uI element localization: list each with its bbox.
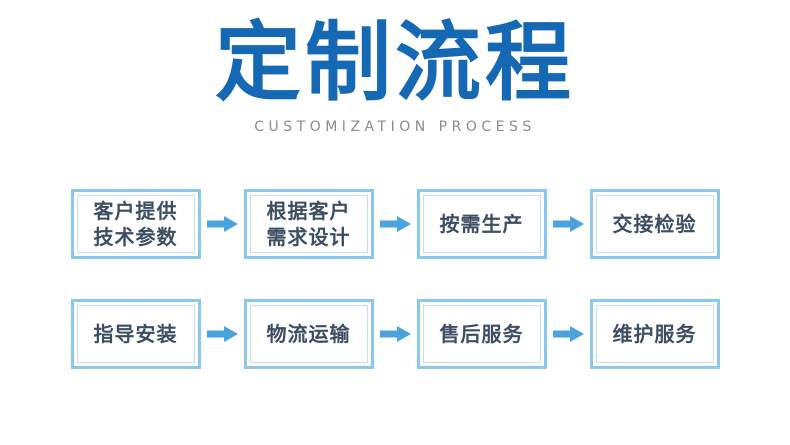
flow-step-frame: 按需生产: [422, 195, 541, 254]
flow-step-customer-parameters: 客户提供 技术参数: [70, 189, 201, 260]
arrow-right-icon: [374, 325, 417, 343]
flow-step-frame: 根据客户 需求设计: [249, 195, 368, 254]
flow-step-frame: 交接检验: [595, 195, 714, 254]
flow-step-logistics: 物流运输: [243, 299, 374, 370]
flow-row-1: 客户提供 技术参数 根据客户 需求设计 按需生产 交接检验: [0, 189, 790, 260]
flow-step-production: 按需生产: [416, 189, 547, 260]
flow-step-inspection: 交接检验: [589, 189, 720, 260]
page-subtitle: CUSTOMIZATION PROCESS: [254, 119, 536, 136]
arrow-right-icon: [374, 215, 417, 233]
flow-step-frame: 售后服务: [422, 305, 541, 364]
page-title: 定制流程: [215, 13, 575, 113]
arrow-right-icon: [201, 215, 244, 233]
flow-step-label: 按需生产: [439, 212, 524, 237]
arrow-right-icon: [547, 215, 590, 233]
flow-step-label: 根据客户 需求设计: [266, 199, 351, 250]
flow-step-frame: 指导安装: [76, 305, 195, 364]
header: 定制流程 CUSTOMIZATION PROCESS: [0, 0, 790, 136]
flow-step-frame: 客户提供 技术参数: [76, 195, 195, 254]
process-flowchart: 客户提供 技术参数 根据客户 需求设计 按需生产 交接检验: [0, 189, 790, 370]
flow-step-frame: 物流运输: [249, 305, 368, 364]
flow-row-2: 指导安装 物流运输 售后服务 维护服务: [0, 299, 790, 370]
arrow-right-icon: [547, 325, 590, 343]
flow-step-label: 维护服务: [612, 322, 697, 347]
arrow-right-icon: [201, 325, 244, 343]
flow-step-label: 交接检验: [612, 212, 697, 237]
flow-step-after-sales: 售后服务: [416, 299, 547, 370]
flow-step-label: 售后服务: [439, 322, 524, 347]
flow-step-maintenance: 维护服务: [589, 299, 720, 370]
flow-step-installation-guidance: 指导安装: [70, 299, 201, 370]
flow-step-frame: 维护服务: [595, 305, 714, 364]
flow-step-label: 物流运输: [266, 322, 351, 347]
flow-step-label: 指导安装: [93, 322, 178, 347]
flow-step-design-by-needs: 根据客户 需求设计: [243, 189, 374, 260]
flow-step-label: 客户提供 技术参数: [93, 199, 178, 250]
